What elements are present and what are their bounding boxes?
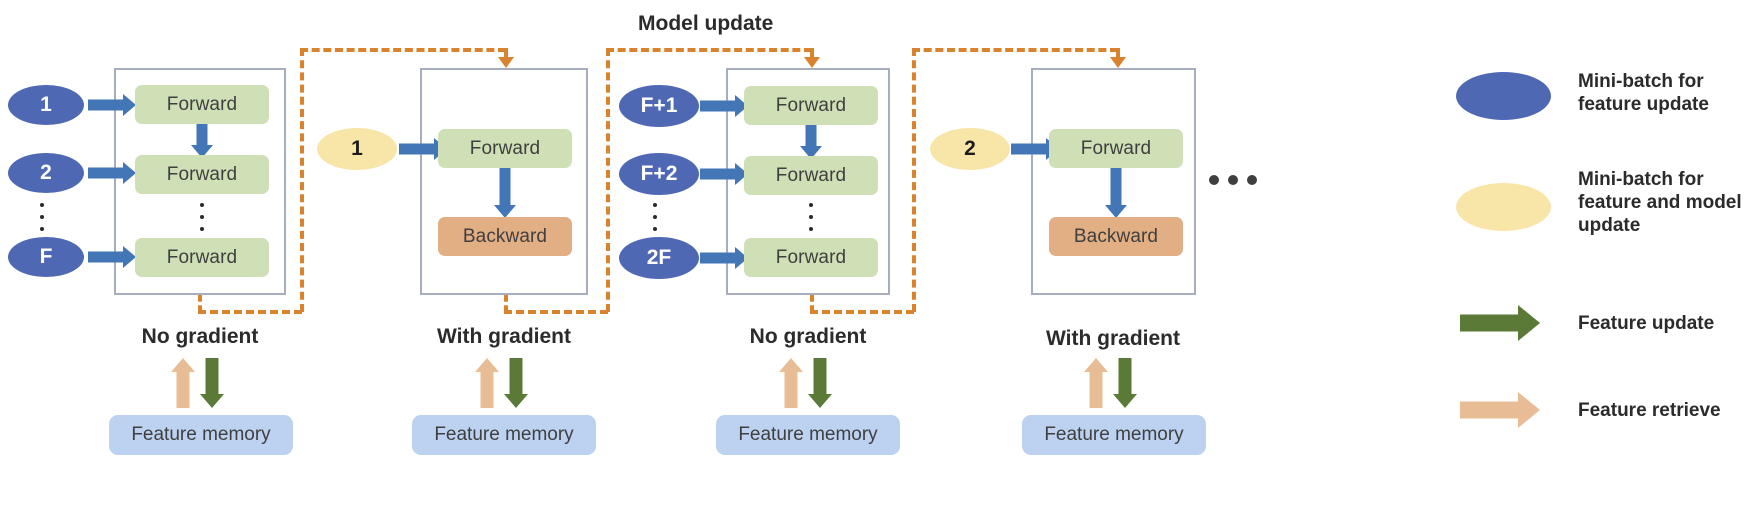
stage-3-block-2[interactable]: Forward xyxy=(744,238,878,277)
memory-label: Feature memory xyxy=(738,424,878,445)
model-update-connector-1-top xyxy=(300,48,506,52)
batch-label: 1 xyxy=(40,93,52,116)
memory-label: Feature memory xyxy=(131,424,271,445)
continuation-dots-icon xyxy=(1209,175,1257,185)
block-label: Forward xyxy=(166,246,238,268)
stage-1-update-arrow-icon xyxy=(199,358,225,408)
stage-3-block-0[interactable]: Forward xyxy=(744,86,878,125)
stage-1-batch-1-arrow-icon xyxy=(88,162,136,184)
model-update-connector-2-arrowline xyxy=(810,48,814,60)
model-update-connector-2-top xyxy=(606,48,812,52)
model-update-connector-1-bottom xyxy=(198,310,302,314)
stage-1-block-1[interactable]: Forward xyxy=(135,155,269,194)
legend-green-arrow-icon xyxy=(1460,305,1540,341)
block-label: Forward xyxy=(775,164,847,186)
stage-3-block-1[interactable]: Forward xyxy=(744,156,878,195)
batch-label: 2F xyxy=(646,246,672,269)
stage-3-update-arrow-icon xyxy=(807,358,833,408)
stage-1-batch-ellipsis-icon xyxy=(40,203,44,231)
stage-4-feature-memory[interactable]: Feature memory xyxy=(1022,415,1206,455)
stage-4-flow-arrow-icon xyxy=(1105,168,1127,218)
page-title: Model update xyxy=(638,12,774,35)
stage-1-batch-2[interactable]: F xyxy=(8,237,84,277)
stage-4-batch-0[interactable]: 2 xyxy=(930,128,1010,170)
stage-1-batch-0-arrow-icon xyxy=(88,94,136,116)
stage-3-batch-0[interactable]: F+1 xyxy=(619,85,699,127)
block-label: Forward xyxy=(775,94,847,116)
block-label: Forward xyxy=(775,246,847,268)
stage-1-block-ellipsis-icon xyxy=(200,203,204,231)
stage-3-batch-ellipsis-icon xyxy=(653,203,657,231)
legend-yellow-ellipse-label: Mini-batch for feature and model update xyxy=(1578,169,1742,237)
stage-4-retrieve-arrow-icon xyxy=(1083,358,1109,408)
model-update-connector-3-down xyxy=(810,295,814,312)
stage-2-caption: With gradient xyxy=(437,325,571,348)
stage-3-feature-memory[interactable]: Feature memory xyxy=(716,415,900,455)
stage-1-batch-2-arrow-icon xyxy=(88,246,136,268)
stage-2-feature-memory[interactable]: Feature memory xyxy=(412,415,596,455)
block-label: Forward xyxy=(1080,137,1152,159)
stage-1-retrieve-arrow-icon xyxy=(170,358,196,408)
stage-1-caption: No gradient xyxy=(141,325,259,348)
batch-label: F+2 xyxy=(640,162,678,185)
stage-2-block-1[interactable]: Backward xyxy=(438,217,572,256)
model-update-connector-3-arrowline xyxy=(1116,48,1120,60)
model-update-connector-1-up xyxy=(300,48,304,312)
stage-3-caption: No gradient xyxy=(749,325,867,348)
stage-1-feature-memory[interactable]: Feature memory xyxy=(109,415,293,455)
model-update-connector-2-up xyxy=(606,48,610,312)
stage-3-retrieve-arrow-icon xyxy=(778,358,804,408)
stage-4-block-0[interactable]: Forward xyxy=(1049,129,1183,168)
batch-label: 1 xyxy=(351,137,363,160)
batch-label: 2 xyxy=(40,161,52,184)
legend-yellow-ellipse-icon xyxy=(1456,183,1551,231)
memory-label: Feature memory xyxy=(434,424,574,445)
model-update-connector-2-arrowhead-icon xyxy=(804,57,820,68)
stage-4-caption: With gradient xyxy=(1046,327,1180,350)
legend-tan-arrow-icon xyxy=(1460,392,1540,428)
model-update-connector-1-arrowline xyxy=(504,48,508,60)
stage-3-flow-arrow-icon xyxy=(800,125,822,159)
stage-4-update-arrow-icon xyxy=(1112,358,1138,408)
stage-3-batch-1-arrow-icon xyxy=(700,163,748,185)
block-label: Forward xyxy=(166,93,238,115)
block-label: Backward xyxy=(462,225,548,247)
legend-blue-ellipse-icon xyxy=(1456,72,1551,120)
batch-label: F+1 xyxy=(640,94,678,117)
model-update-connector-1-down xyxy=(198,295,202,312)
stage-3-batch-1[interactable]: F+2 xyxy=(619,153,699,195)
stage-1-flow-arrow-icon xyxy=(191,124,213,158)
batch-label: F xyxy=(39,245,53,268)
legend-green-arrow-label: Feature update xyxy=(1578,313,1715,334)
model-update-connector-3-up xyxy=(912,48,916,312)
stage-3-batch-2-arrow-icon xyxy=(700,247,748,269)
model-update-connector-3-arrowhead-icon xyxy=(1110,57,1126,68)
stage-2-flow-arrow-icon xyxy=(494,168,516,218)
stage-2-retrieve-arrow-icon xyxy=(474,358,500,408)
stage-3-batch-0-arrow-icon xyxy=(700,95,748,117)
stage-2-update-arrow-icon xyxy=(503,358,529,408)
model-update-connector-2-bottom xyxy=(504,310,608,314)
legend-blue-ellipse-label: Mini-batch for feature update xyxy=(1578,71,1709,116)
legend-tan-arrow-label: Feature retrieve xyxy=(1578,400,1721,421)
stage-4-block-1[interactable]: Backward xyxy=(1049,217,1183,256)
block-label: Backward xyxy=(1073,225,1159,247)
stage-3-batch-2[interactable]: 2F xyxy=(619,237,699,279)
stage-3-block-ellipsis-icon xyxy=(809,203,813,231)
stage-1-block-2[interactable]: Forward xyxy=(135,238,269,277)
stage-2-batch-0[interactable]: 1 xyxy=(317,128,397,170)
block-label: Forward xyxy=(166,163,238,185)
batch-label: 2 xyxy=(964,137,976,160)
model-update-connector-3-top xyxy=(912,48,1118,52)
stage-2-block-0[interactable]: Forward xyxy=(438,129,572,168)
block-label: Forward xyxy=(469,137,541,159)
stage-1-block-0[interactable]: Forward xyxy=(135,85,269,124)
stage-1-batch-0[interactable]: 1 xyxy=(8,85,84,125)
memory-label: Feature memory xyxy=(1044,424,1184,445)
stage-1-batch-1[interactable]: 2 xyxy=(8,153,84,193)
model-update-connector-2-down xyxy=(504,295,508,312)
model-update-connector-3-bottom xyxy=(810,310,914,314)
model-update-connector-1-arrowhead-icon xyxy=(498,57,514,68)
